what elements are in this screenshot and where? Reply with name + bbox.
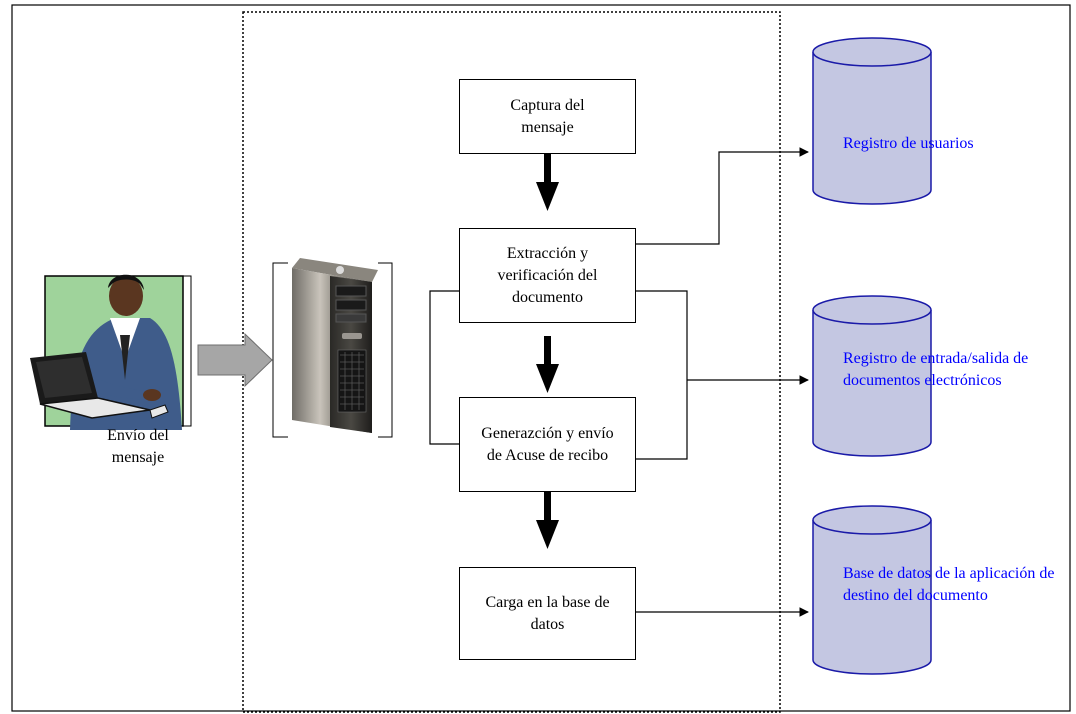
server-bracket-right (378, 262, 393, 438)
user-caption: Envío del mensaje (107, 427, 169, 466)
db-entrada-salida-label: Registro de entrada/salida de documentos… (843, 350, 1029, 389)
flow-arrow-1 (536, 154, 559, 211)
step-extraccion-label: Extracción y verificación del documento (497, 244, 598, 306)
database-destino-icon (812, 505, 932, 675)
user-at-laptop-icon (30, 274, 192, 430)
server-bracket (272, 262, 288, 438)
loop-left (429, 290, 459, 445)
database-usuarios-icon (812, 37, 932, 205)
step-carga: Carga en la base de datos (459, 567, 636, 660)
database-entrada-salida-icon (812, 295, 932, 457)
step-carga-label: Carga en la base de datos (485, 593, 610, 633)
send-arrow (197, 332, 273, 388)
db-usuarios-label: Registro de usuarios (843, 135, 974, 152)
step-acuse-label: Generazción y envío de Acuse de recibo (481, 424, 614, 464)
step-extraccion: Extracción y verificación del documento (459, 228, 636, 323)
step-captura-label: Captura del mensaje (510, 96, 585, 136)
step-captura: Captura del mensaje (459, 79, 636, 154)
flow-arrow-3 (536, 492, 559, 549)
connector-usuarios (636, 147, 809, 245)
outer-frame (11, 4, 1071, 712)
step-acuse: Generazción y envío de Acuse de recibo (459, 397, 636, 492)
flow-arrow-2 (536, 336, 559, 393)
loop-right (636, 290, 688, 460)
db-destino-label: Base de datos de la aplicación de destin… (843, 565, 1055, 604)
server-tower-icon (292, 258, 378, 433)
